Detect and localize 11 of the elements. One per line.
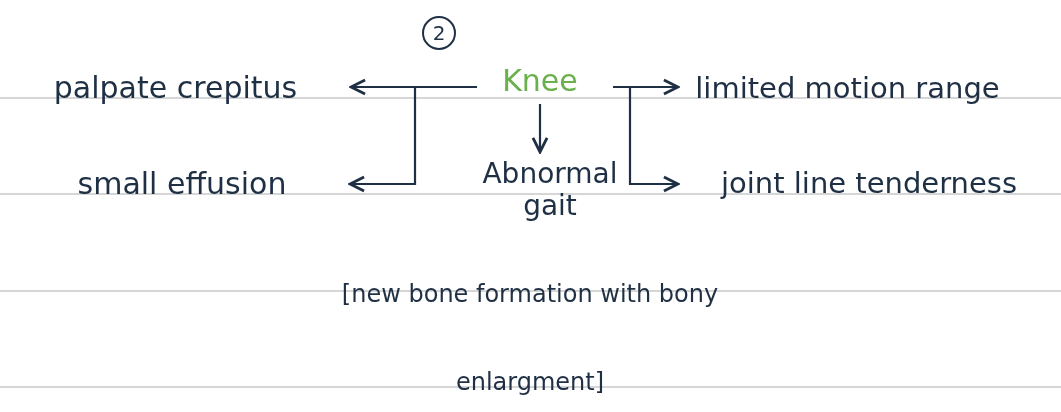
arrow: [613, 85, 680, 193]
note-text: palpate crepitus: [8, 66, 343, 110]
note-text: joint line tenderness: [680, 160, 1058, 208]
note-text: small effusion: [22, 162, 342, 206]
note-text: limited motion range: [680, 58, 1015, 120]
note-text: Knee: [485, 62, 595, 100]
note-text: [new bone formation with bony enlargment]: [340, 279, 720, 398]
arrow: [531, 104, 549, 154]
arrow: [348, 85, 477, 193]
circled-number: 2: [422, 16, 456, 50]
note-text: Abnormal gait: [455, 150, 645, 230]
